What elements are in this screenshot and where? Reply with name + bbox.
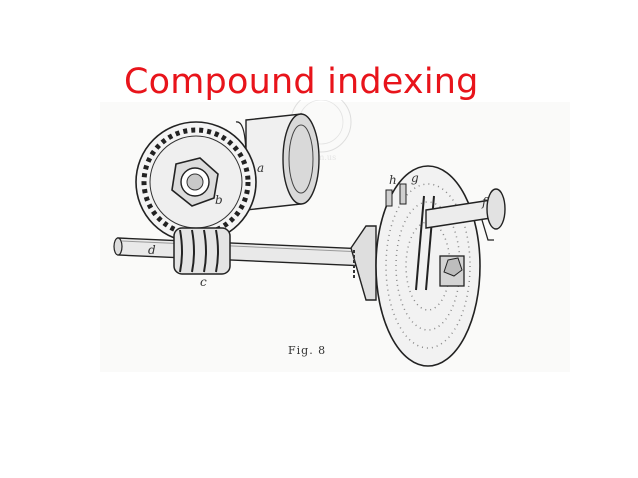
label-h: h: [389, 173, 397, 187]
figure-caption: Fig. 8: [288, 344, 326, 357]
worm-wheel-gear: [135, 121, 257, 243]
label-a: a: [257, 161, 264, 175]
label-b: b: [215, 193, 223, 207]
label-g: g: [411, 171, 419, 185]
dividing-head-figure: http://...tum.us: [96, 100, 586, 380]
label-c: c: [200, 275, 207, 289]
crank-handle: [425, 188, 506, 241]
figure-drawing: http://...tum.us: [96, 100, 586, 380]
index-pin: [385, 183, 407, 207]
label-d: d: [148, 243, 156, 257]
worm-gear: [173, 227, 231, 275]
slide-title: Compound indexing: [124, 62, 479, 102]
label-f: f: [481, 195, 489, 209]
